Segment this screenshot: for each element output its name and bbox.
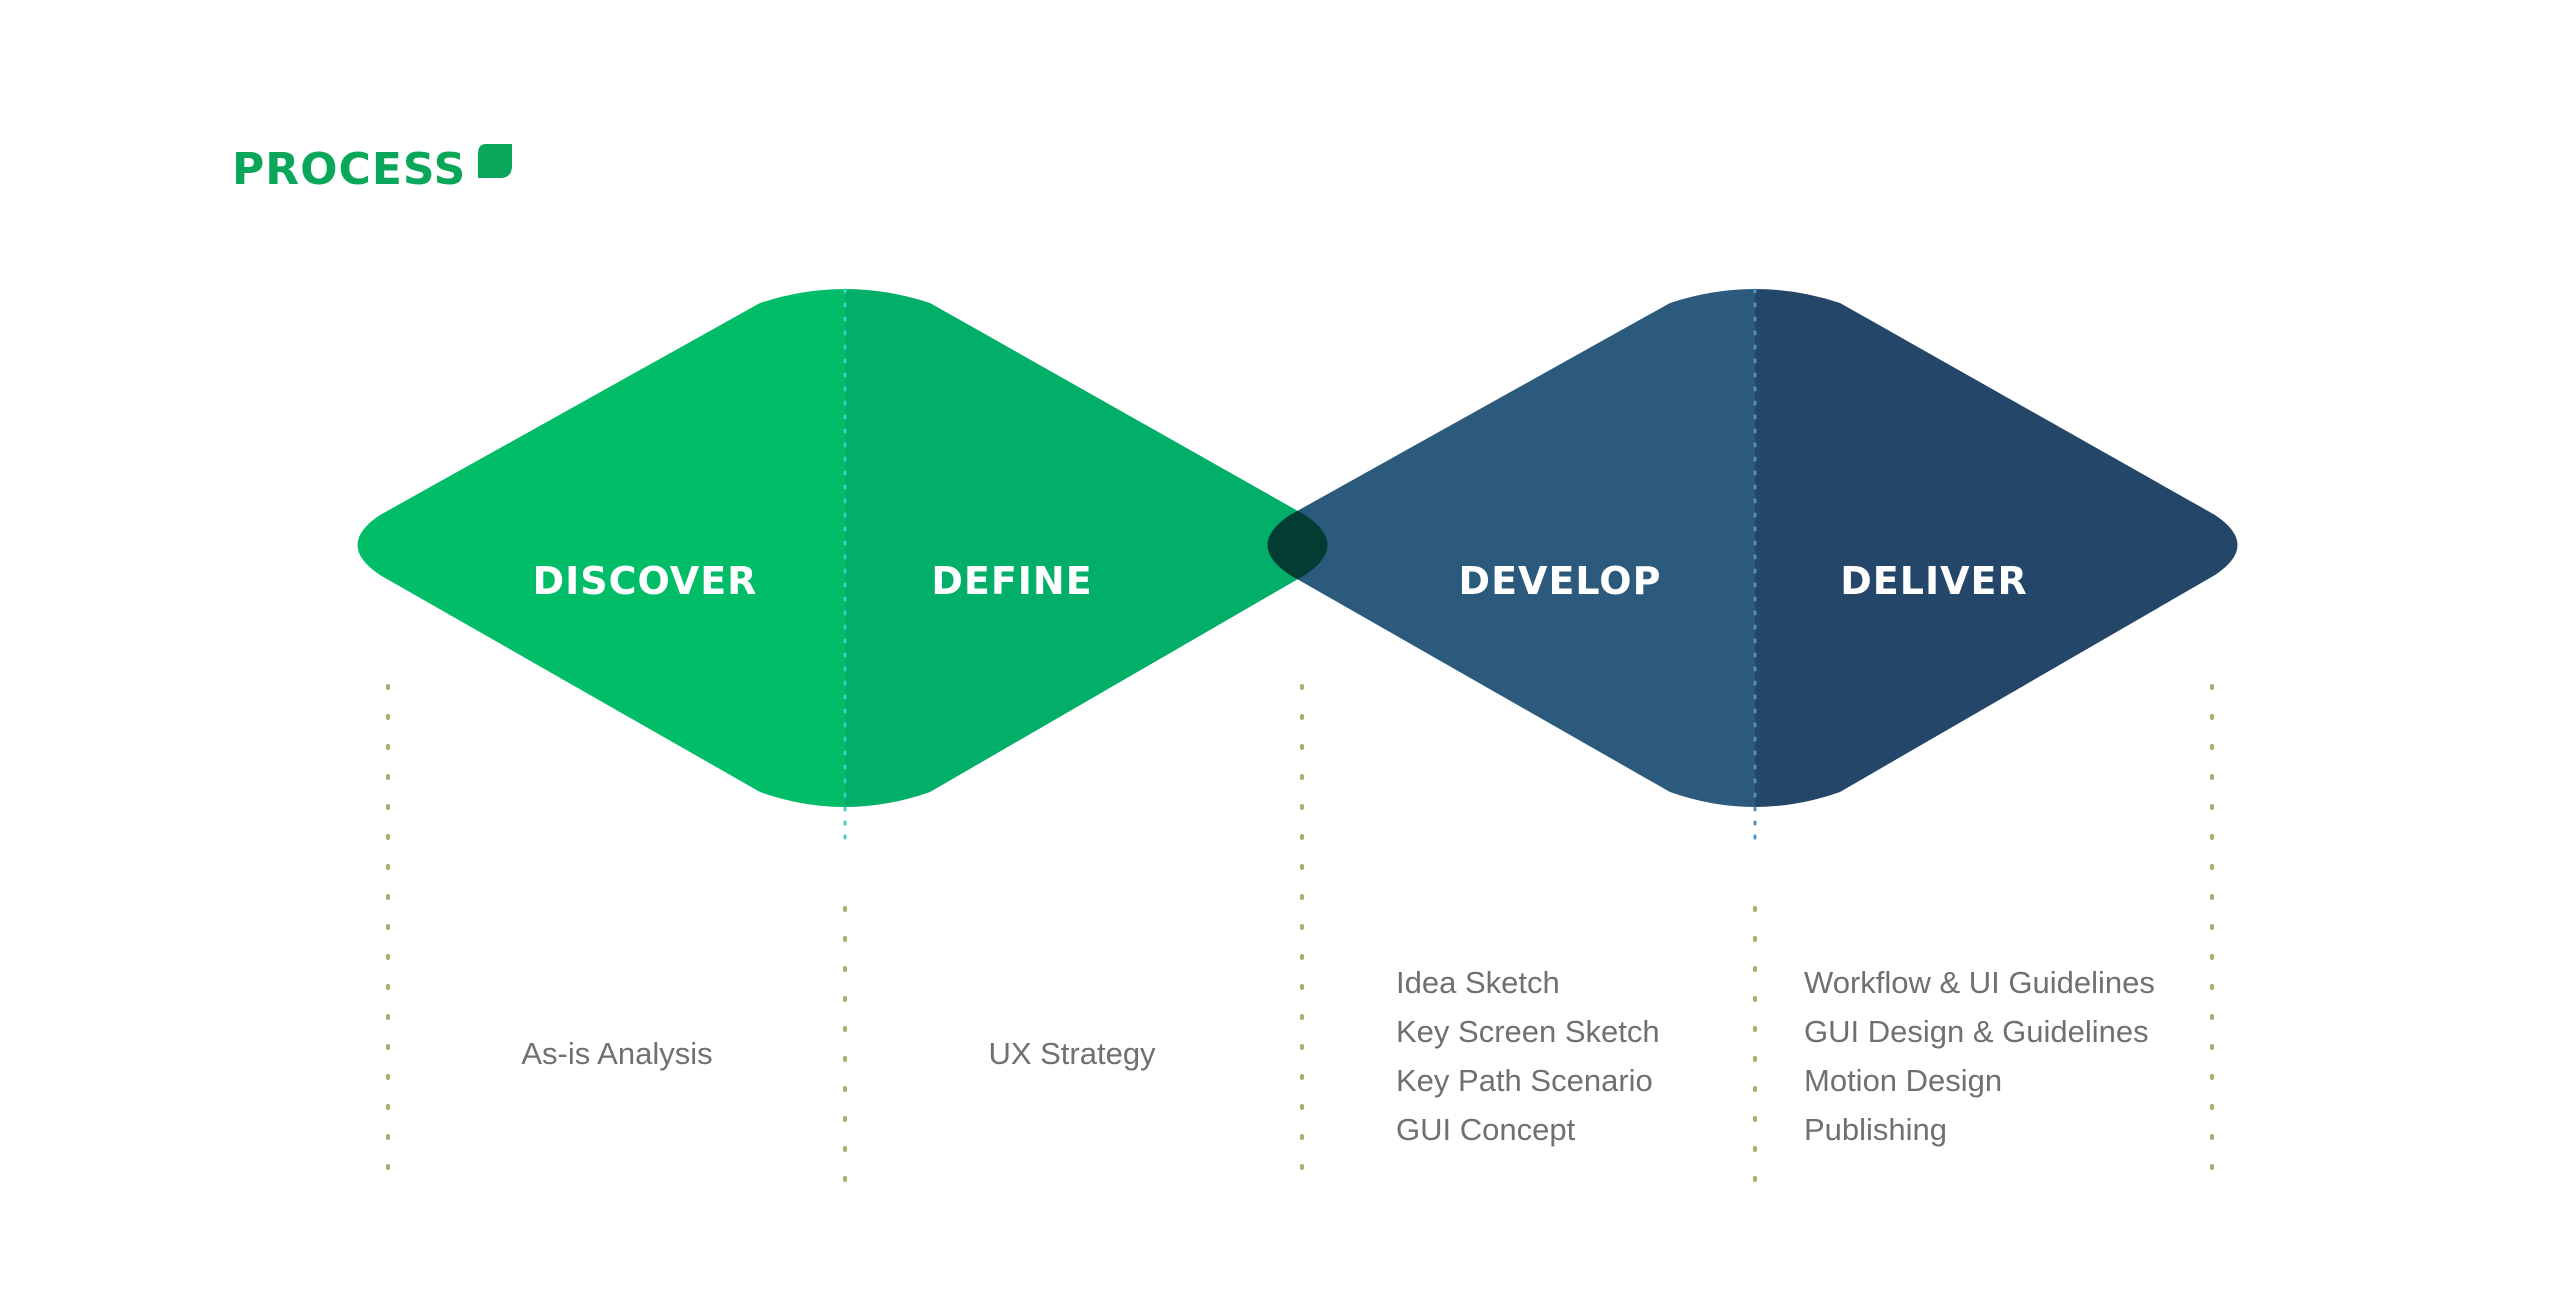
deliver-half: [1755, 289, 2238, 807]
discover-shape: [357, 289, 845, 807]
develop-deliverable: Idea Sketch: [1396, 965, 1560, 1000]
page-title: PROCESS: [232, 144, 467, 195]
develop-deliverable: GUI Concept: [1396, 1112, 1576, 1147]
deliver-deliverable: Motion Design: [1804, 1063, 2002, 1098]
develop-deliverables: Idea Sketch Key Screen Sketch Key Path S…: [1396, 965, 1660, 1147]
deliver-deliverable: Publishing: [1804, 1112, 1947, 1147]
leaf-icon: [478, 144, 512, 178]
develop-deliverable: Key Screen Sketch: [1396, 1014, 1660, 1049]
develop-deliverable: Key Path Scenario: [1396, 1063, 1653, 1098]
phase-label-discover: DISCOVER: [533, 559, 758, 603]
phase-label-deliver: DELIVER: [1840, 559, 2027, 603]
deliver-deliverable: GUI Design & Guidelines: [1804, 1014, 2149, 1049]
deliver-deliverables: Workflow & UI Guidelines GUI Design & Gu…: [1804, 965, 2155, 1147]
discover-deliverable: As-is Analysis: [521, 1036, 712, 1071]
phase-label-develop: DEVELOP: [1459, 559, 1662, 603]
define-deliverable: UX Strategy: [988, 1036, 1156, 1071]
phase-label-define: DEFINE: [931, 559, 1092, 603]
discover-half: [357, 289, 845, 807]
deliver-deliverable: Workflow & UI Guidelines: [1804, 965, 2155, 1000]
deliver-shape: [1755, 289, 2238, 807]
